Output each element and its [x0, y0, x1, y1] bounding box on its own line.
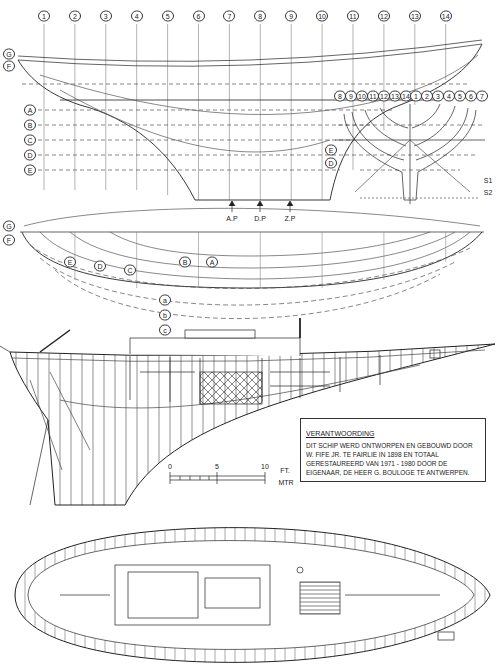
callout-number: 9 — [285, 11, 297, 22]
note-heading: VERANTWOORDING — [306, 430, 374, 437]
callout-number: F — [3, 235, 15, 246]
callout-number: 2 — [69, 11, 81, 22]
callout-number: 5 — [162, 11, 174, 22]
callout-number: A — [206, 257, 218, 268]
callout-number: G — [3, 49, 15, 60]
callout-number: E — [24, 165, 36, 176]
callout-number: 10 — [316, 11, 328, 22]
callout-number: 4 — [131, 11, 143, 22]
label: 5 — [214, 462, 220, 471]
label: FT. — [279, 466, 291, 475]
callout-number: G — [3, 221, 15, 232]
callout-number: B — [24, 120, 36, 131]
callout-number: 7 — [476, 91, 488, 102]
callout-number: 14 — [440, 11, 452, 22]
label: S1 — [483, 176, 494, 185]
callout-number: F — [3, 61, 15, 72]
callout-number: D — [325, 158, 337, 169]
callout-number: 12 — [378, 11, 390, 22]
callout-number: c — [159, 325, 171, 336]
label: 0 — [167, 462, 173, 471]
label: 10 — [260, 462, 270, 471]
callout-number: B — [179, 257, 191, 268]
note-text: DIT SCHIP WERD ONTWORPEN EN GEBOUWD DOOR… — [306, 441, 480, 477]
callout-number: 8 — [254, 11, 266, 22]
callout-number: 3 — [100, 11, 112, 22]
callout-number: 6 — [193, 11, 205, 22]
callout-number: A — [24, 105, 36, 116]
label: MTR — [277, 478, 294, 487]
callout-number: 7 — [223, 11, 235, 22]
callout-number: C — [24, 135, 36, 146]
label: A.P — [225, 214, 238, 223]
callout-number: 13 — [409, 11, 421, 22]
callout-number: D — [94, 261, 106, 272]
callout-number: 1 — [38, 11, 50, 22]
note-box: VERANTWOORDING DIT SCHIP WERD ONTWORPEN E… — [300, 418, 486, 482]
label: D.P — [253, 214, 267, 223]
callout-number: D — [24, 150, 36, 161]
label: Z.P — [284, 214, 297, 223]
label: S2 — [483, 188, 494, 197]
callout-number: b — [159, 310, 171, 321]
callout-number: C — [124, 265, 136, 276]
callout-number: E — [325, 145, 337, 156]
callout-number: a — [159, 295, 171, 306]
callout-number: 11 — [347, 11, 359, 22]
callout-number: E — [64, 257, 76, 268]
